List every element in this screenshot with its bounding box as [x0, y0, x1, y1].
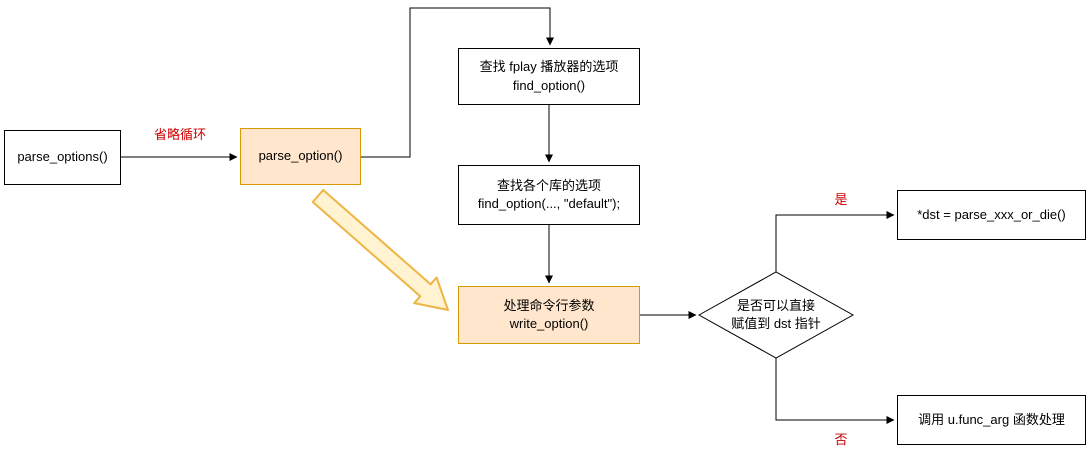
node-find-option-fplay-line1: 查找 fplay 播放器的选项 [479, 59, 619, 75]
edge-label-skip-loop: 省略循环 [153, 127, 206, 142]
node-write-option-line1: 处理命令行参数 [503, 297, 595, 313]
emphasis-arrow-icon [311, 189, 449, 311]
node-parse-options-label: parse_options() [17, 149, 108, 165]
node-find-option-fplay-line2: find_option() [512, 77, 586, 93]
decision-dst-pointer-line2: 赋值到 dst 指针 [731, 316, 821, 331]
node-func-arg: 调用 u.func_arg 函数处理 [897, 395, 1086, 445]
node-parse-xxx-or-die-label: *dst = parse_xxx_or_die() [917, 206, 1066, 222]
node-parse-option-label: parse_option() [258, 148, 343, 164]
connector-decision-yes [775, 211, 895, 272]
node-write-option: 处理命令行参数 write_option() [458, 286, 640, 344]
connector-parse-option-to-find-fplay [361, 7, 554, 158]
edge-label-no: 否 [834, 432, 848, 447]
decision-dst-pointer-line1: 是否可以直接 [736, 297, 815, 313]
node-func-arg-label: 调用 u.func_arg 函数处理 [918, 411, 1065, 427]
decision-diamond-shape [697, 271, 855, 359]
node-parse-xxx-or-die: *dst = parse_xxx_or_die() [897, 190, 1086, 240]
node-find-option-default: 查找各个库的选项 find_option(..., "default"); [458, 165, 640, 225]
node-parse-option: parse_option() [240, 128, 361, 185]
node-write-option-line2: write_option() [509, 316, 589, 331]
edge-label-yes: 是 [834, 192, 848, 207]
node-find-option-fplay: 查找 fplay 播放器的选项 find_option() [458, 48, 640, 105]
connector-decision-no [775, 358, 895, 424]
node-find-option-default-line1: 查找各个库的选项 [496, 177, 601, 193]
node-parse-options: parse_options() [4, 130, 121, 185]
decision-dst-pointer: 是否可以直接 赋值到 dst 指针 [701, 292, 851, 338]
node-find-option-default-line2: find_option(..., "default"); [477, 196, 621, 211]
